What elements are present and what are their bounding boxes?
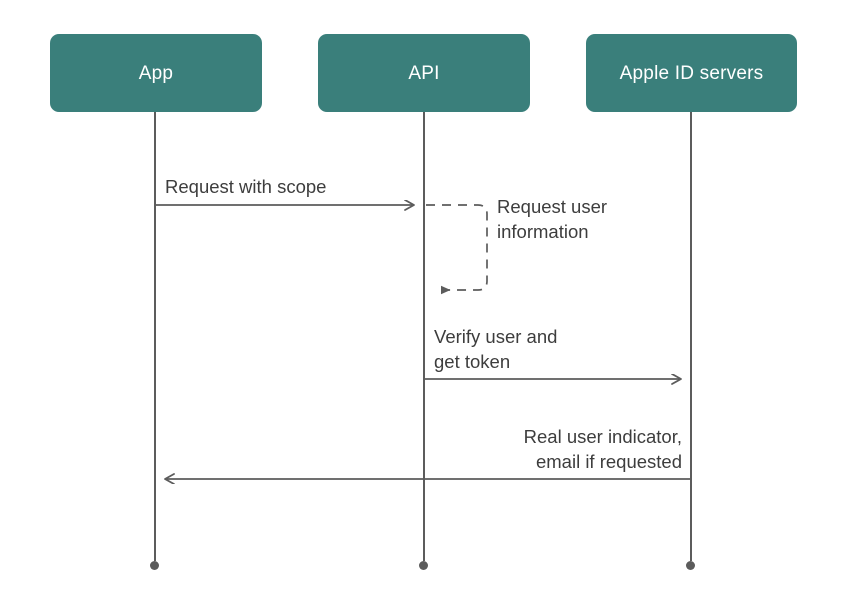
lifeline-terminator-api	[419, 561, 428, 570]
participant-box-api: API	[318, 34, 530, 112]
lifeline-terminator-apple-id-servers	[686, 561, 695, 570]
lifeline-api	[423, 112, 425, 561]
participant-label-apple-id-servers: Apple ID servers	[619, 62, 764, 84]
arrow-request-user-information	[426, 204, 488, 295]
message-label-request-user-information: Request user information	[497, 196, 608, 242]
participant-label-app: App	[138, 62, 174, 84]
message-label-request-with-scope: Request with scope	[165, 176, 327, 197]
participant-label-api: API	[408, 62, 440, 84]
message-label-verify-user-and-get-token: Verify user and get token	[434, 326, 558, 372]
lifeline-apple-id-servers	[690, 112, 692, 561]
lifeline-terminator-app	[150, 561, 159, 570]
message-label-real-user-indicator-email-if-requested: Real user indicator, email if requested	[523, 426, 682, 472]
lifeline-app	[154, 112, 156, 561]
participant-box-apple-id-servers: Apple ID servers	[586, 34, 797, 112]
participant-box-app: App	[50, 34, 262, 112]
